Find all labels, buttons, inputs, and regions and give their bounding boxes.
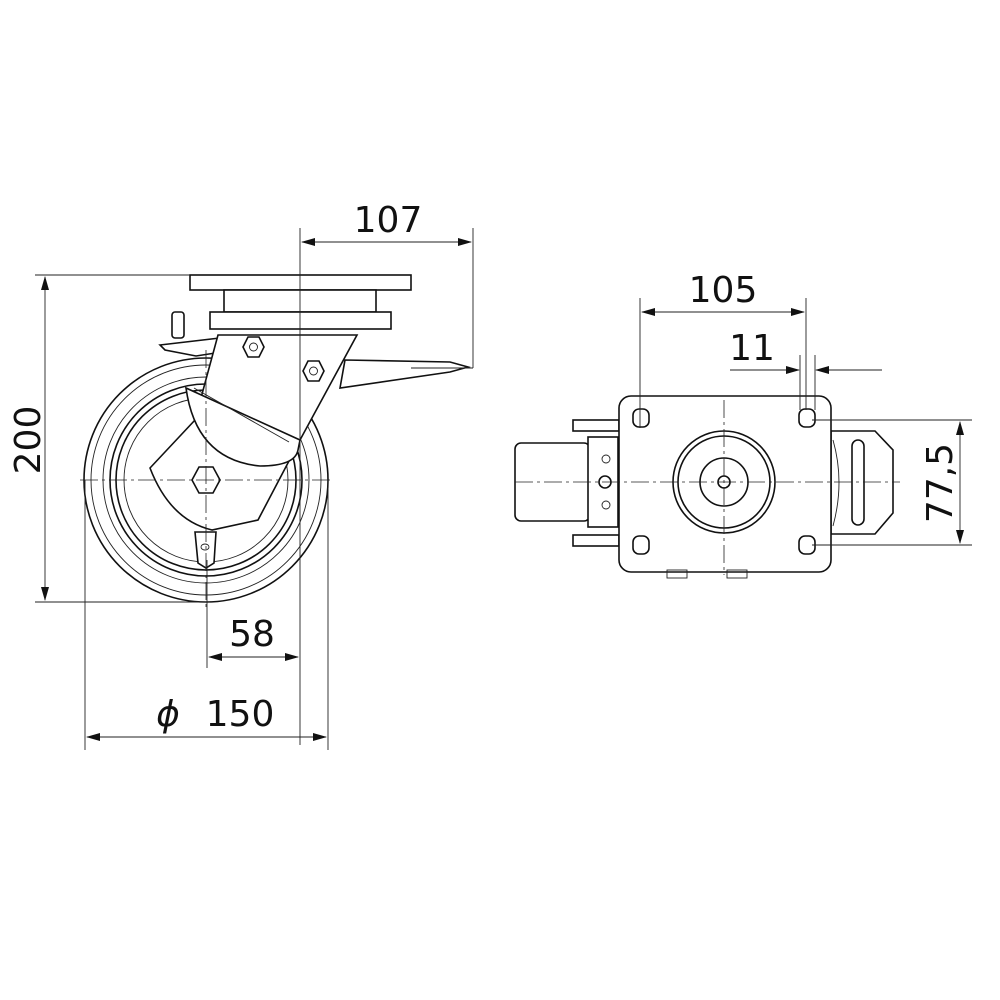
dimension-hole-diameter: 11 bbox=[729, 328, 882, 410]
top-view: 105 11 77,5 bbox=[514, 270, 972, 579]
dimension-hub-offset: 58 bbox=[206, 560, 299, 668]
hole-diameter-label: 11 bbox=[729, 328, 775, 369]
top-plate bbox=[189, 274, 412, 291]
brake-housing bbox=[514, 419, 620, 547]
dimension-hole-spacing: 105 bbox=[639, 270, 807, 428]
height-label: 200 bbox=[8, 406, 49, 475]
brake-pedal-top bbox=[830, 430, 894, 535]
diameter-symbol: ϕ bbox=[156, 694, 180, 735]
bolt-head bbox=[242, 336, 325, 382]
dimension-diameter: ϕ 150 bbox=[84, 480, 329, 750]
lower-plate bbox=[209, 311, 392, 330]
mounting-holes bbox=[632, 408, 816, 555]
mounting-plate bbox=[618, 395, 832, 573]
brake-pedal bbox=[339, 359, 471, 389]
hole-spacing-label: 105 bbox=[689, 270, 758, 311]
diameter-label: 150 bbox=[206, 694, 275, 735]
offset-label: 107 bbox=[354, 200, 423, 241]
side-view: 200 107 58 ϕ 150 bbox=[8, 200, 474, 750]
hub-offset-label: 58 bbox=[229, 614, 275, 655]
dimension-height: 200 bbox=[8, 274, 210, 603]
dimension-hole-spacing-y: 77,5 bbox=[812, 419, 972, 546]
hole-spacing-y-label: 77,5 bbox=[920, 443, 961, 523]
brake-lever bbox=[158, 311, 223, 357]
dimension-offset: 107 bbox=[299, 200, 474, 745]
